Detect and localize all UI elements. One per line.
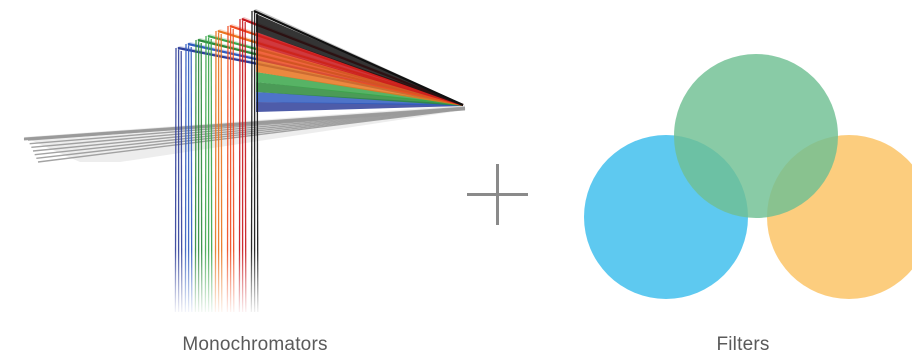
green-circle (674, 54, 838, 218)
plus-vertical (496, 164, 499, 225)
monochromator-graphic (24, 9, 465, 316)
grating-plane (24, 105, 465, 162)
monochromators-label: Monochromators (182, 334, 327, 356)
filters-label: Filters (716, 334, 769, 356)
filters-graphic (584, 54, 912, 299)
grating-surface (24, 105, 465, 162)
dispersed-light-beams (165, 9, 463, 316)
beam-fade (165, 250, 275, 316)
plus-icon (467, 164, 528, 225)
